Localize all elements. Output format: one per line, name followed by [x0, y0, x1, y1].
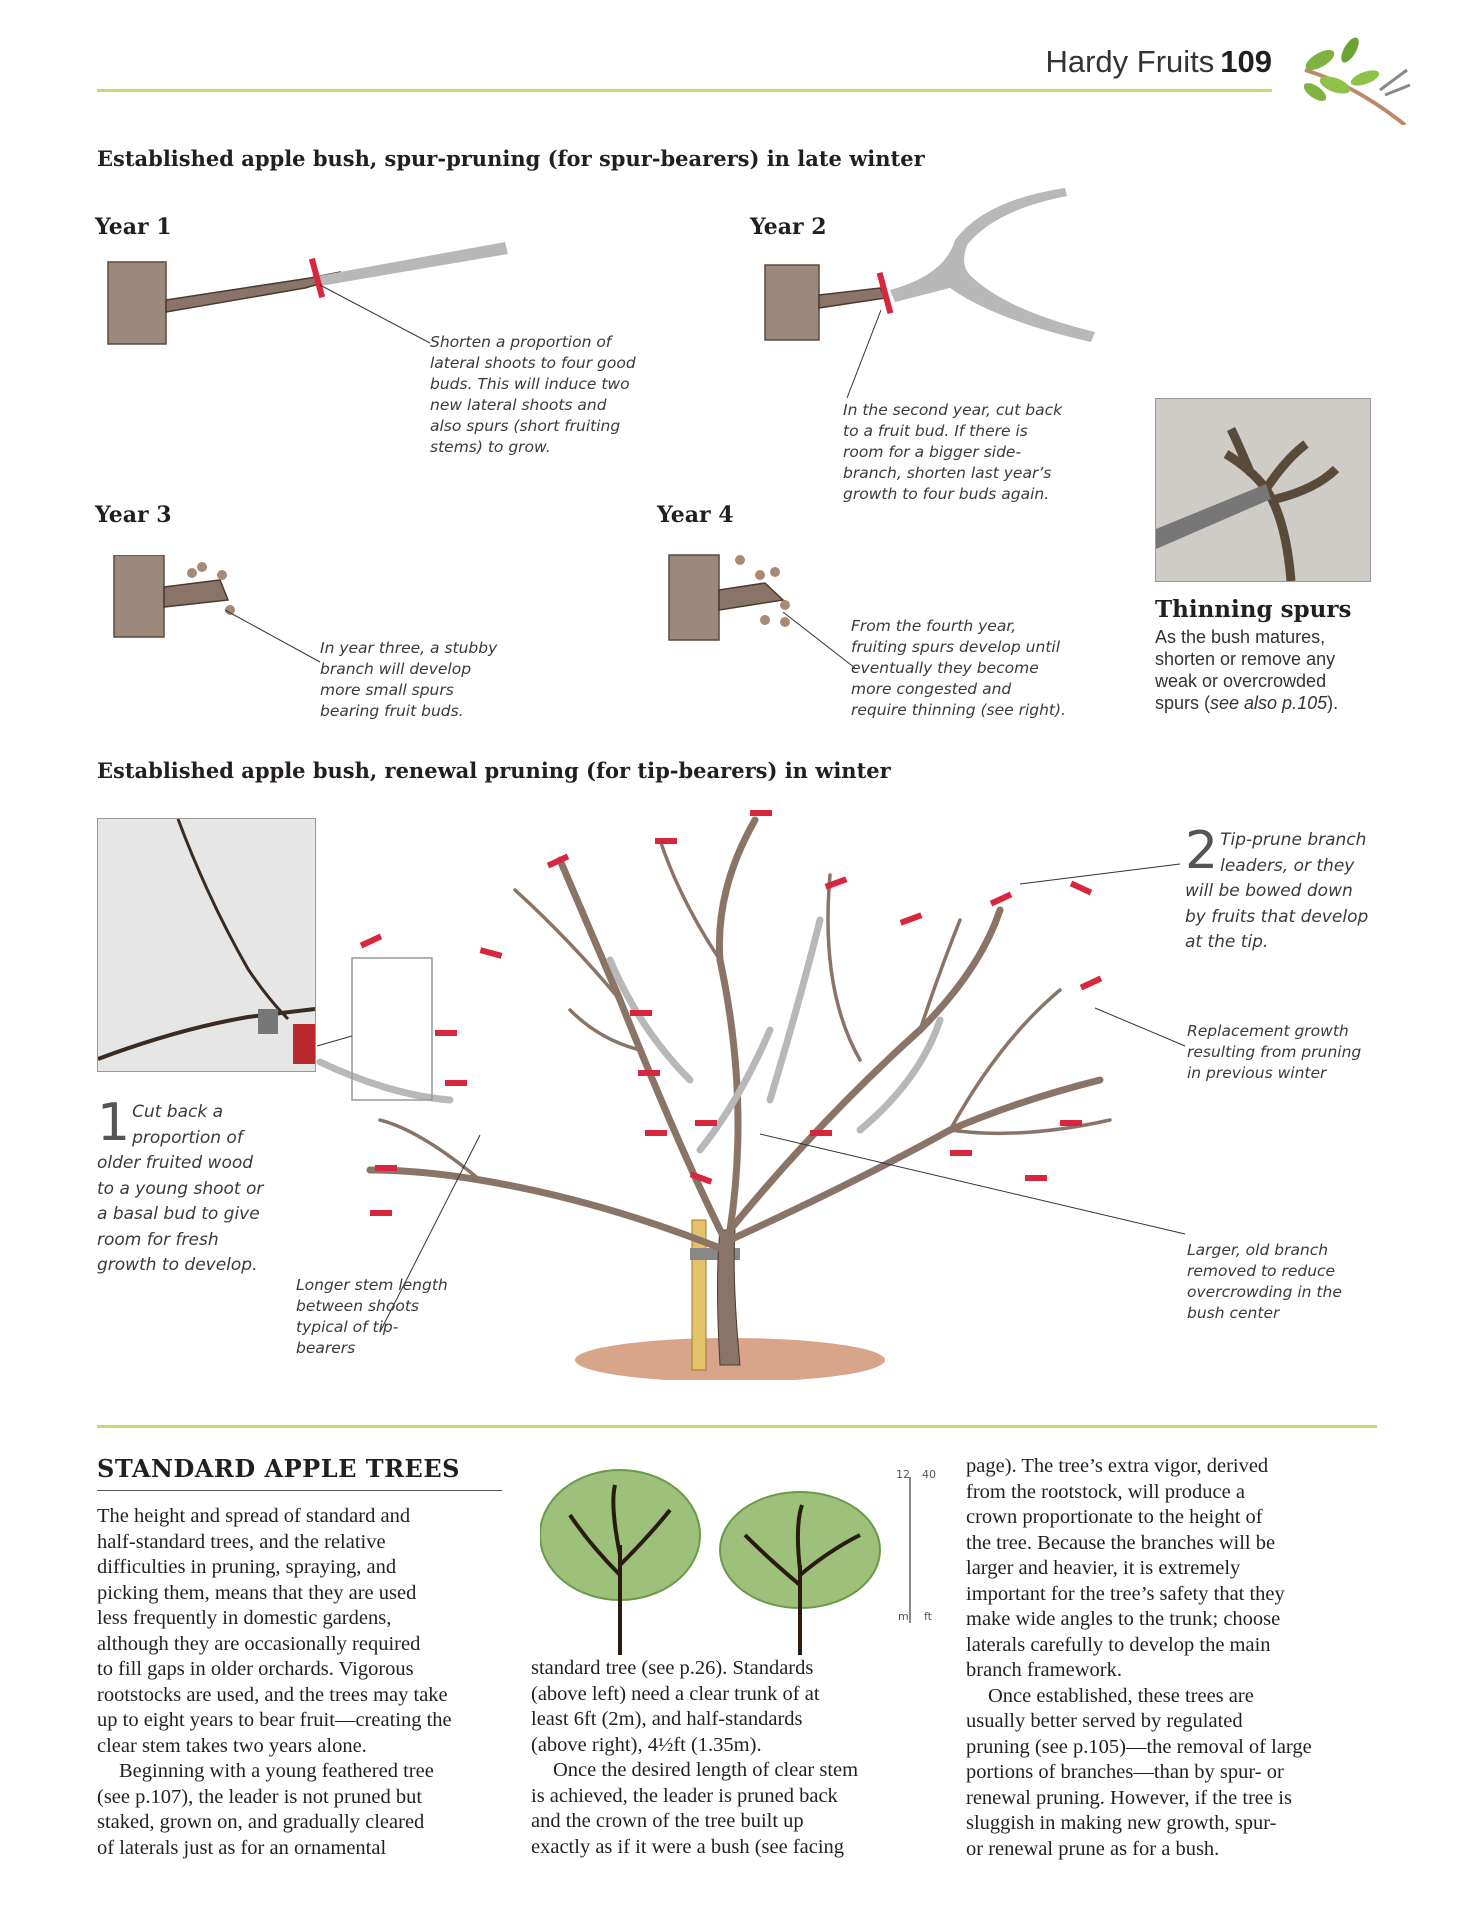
scale-top-m: 12 — [896, 1468, 910, 1481]
thinning-spurs-body: As the bush matures,shorten or remove an… — [1155, 627, 1339, 713]
scale-bottom-ft: ft — [924, 1610, 932, 1623]
scale-bottom-m: m — [898, 1610, 909, 1623]
step1-number: 1 — [97, 1093, 131, 1153]
standard-section-heading: STANDARD APPLE TREES — [97, 1454, 460, 1483]
year1-illustration — [107, 242, 508, 345]
year3-illustration — [113, 555, 321, 663]
renewal-section-heading: Established apple bush, renewal pruning … — [97, 758, 891, 783]
spur-section-heading: Established apple bush, spur-pruning (fo… — [97, 146, 925, 171]
year4-caption: From the fourth year,fruiting spurs deve… — [851, 617, 1066, 719]
body-column-2: standard tree (see p.26). Standards(abov… — [531, 1657, 859, 1858]
thinning-spurs-photo — [1155, 398, 1371, 582]
year1-label: Year 1 — [95, 214, 172, 240]
standard-heading-rule — [97, 1490, 502, 1491]
year4-label: Year 4 — [657, 502, 734, 528]
page-number: 109 — [1220, 44, 1272, 79]
leafy-twig-pruner-icon — [1303, 37, 1411, 125]
header-title: Hardy Fruits — [1045, 44, 1215, 79]
renewal-tree-illustration — [316, 810, 1186, 1380]
year4-illustration — [668, 554, 856, 669]
tree-size-illustration — [540, 1469, 911, 1655]
section-rule — [97, 1425, 1377, 1428]
year3-label: Year 3 — [95, 502, 172, 528]
scale-top-ft: 40 — [922, 1468, 936, 1481]
thinning-spurs-heading: Thinning spurs — [1155, 596, 1352, 623]
header-rule — [97, 89, 1272, 92]
cut-back-photo — [97, 818, 316, 1072]
step2-number: 2 — [1185, 821, 1219, 881]
year2-illustration — [764, 188, 1095, 399]
year2-label: Year 2 — [750, 214, 827, 240]
